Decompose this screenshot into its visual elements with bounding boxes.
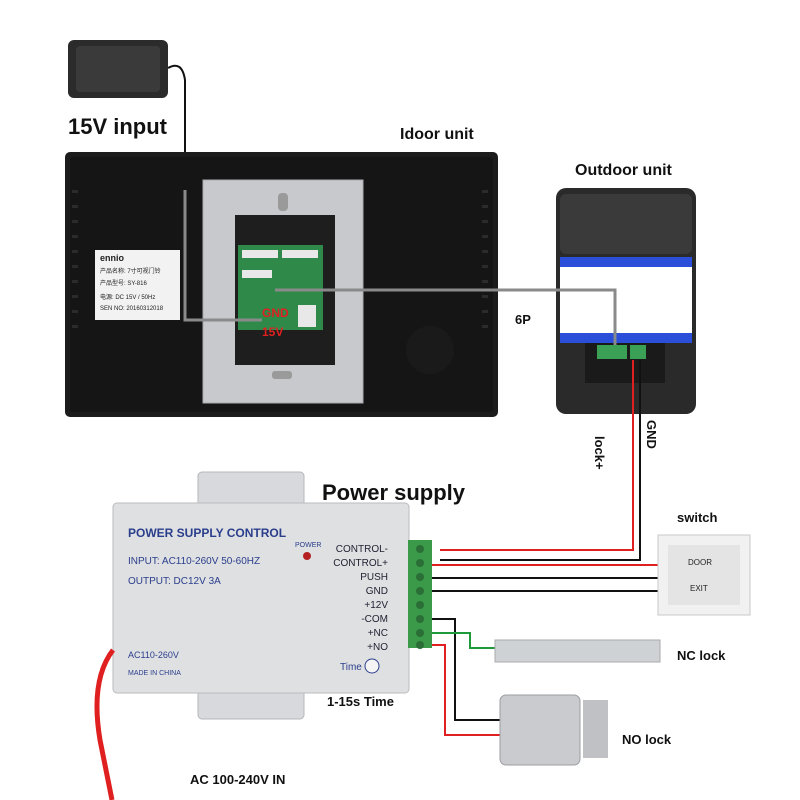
terminal-control-plus: CONTROL+ xyxy=(333,558,388,569)
terminal-plus-12v: +12V xyxy=(364,600,388,611)
ac-in-label: AC 100-240V IN xyxy=(190,772,286,787)
v15-red-label: 15V xyxy=(262,325,284,339)
gnd-red-label: GND xyxy=(262,306,289,320)
switch-door-text: DOOR xyxy=(688,558,712,567)
terminal-nc: +NC xyxy=(367,628,388,639)
terminal-com: -COM xyxy=(361,614,388,625)
power-supply-unit xyxy=(112,471,432,720)
outdoor-unit xyxy=(556,188,696,414)
terminal-push: PUSH xyxy=(360,572,388,583)
psu-ac-label: AC110-260V xyxy=(128,650,179,660)
power-adapter xyxy=(68,40,186,190)
psu-title: POWER SUPPLY CONTROL xyxy=(128,526,287,540)
psu-time-label: Time xyxy=(340,662,362,673)
terminal-control-minus: CONTROL- xyxy=(335,544,388,555)
terminal-no: +NO xyxy=(367,642,388,653)
indoor-brand: ennio xyxy=(100,253,124,263)
nc-lock-label: NC lock xyxy=(677,648,726,663)
indoor-line2: 产品型号: SY-816 xyxy=(100,281,147,287)
indoor-unit-label: Idoor unit xyxy=(400,126,474,143)
indoor-unit xyxy=(65,152,498,417)
switch-exit-text: EXIT xyxy=(690,584,708,593)
power-supply-label: Power supply xyxy=(322,480,466,505)
indoor-line1: 产品名称: 7寸可视门铃 xyxy=(100,269,161,275)
terminal-gnd: GND xyxy=(365,586,388,597)
input-15v-label: 15V input xyxy=(68,114,168,139)
indoor-line4: SEN NO: 20160312018 xyxy=(100,306,164,312)
indoor-line3: 电源: DC 15V / 50Hz xyxy=(100,295,156,301)
time-1-15-label: 1-15s Time xyxy=(327,694,394,709)
switch-label: switch xyxy=(677,510,718,525)
lock-plus-label: lock+ xyxy=(592,436,607,470)
psu-made-in: MADE IN CHINA xyxy=(128,670,181,677)
six-p-label: 6P xyxy=(515,312,531,327)
psu-input: INPUT: AC110-260V 50-60HZ xyxy=(128,556,261,567)
psu-power-led-label: POWER xyxy=(295,542,322,549)
outdoor-unit-label: Outdoor unit xyxy=(575,162,672,179)
nc-magnetic-lock xyxy=(494,639,661,663)
psu-output: OUTPUT: DC12V 3A xyxy=(128,576,221,587)
no-lock-label: NO lock xyxy=(622,732,672,747)
no-electric-lock xyxy=(499,694,608,766)
exit-switch xyxy=(657,534,751,616)
gnd-vertical-label: GND xyxy=(644,420,659,449)
